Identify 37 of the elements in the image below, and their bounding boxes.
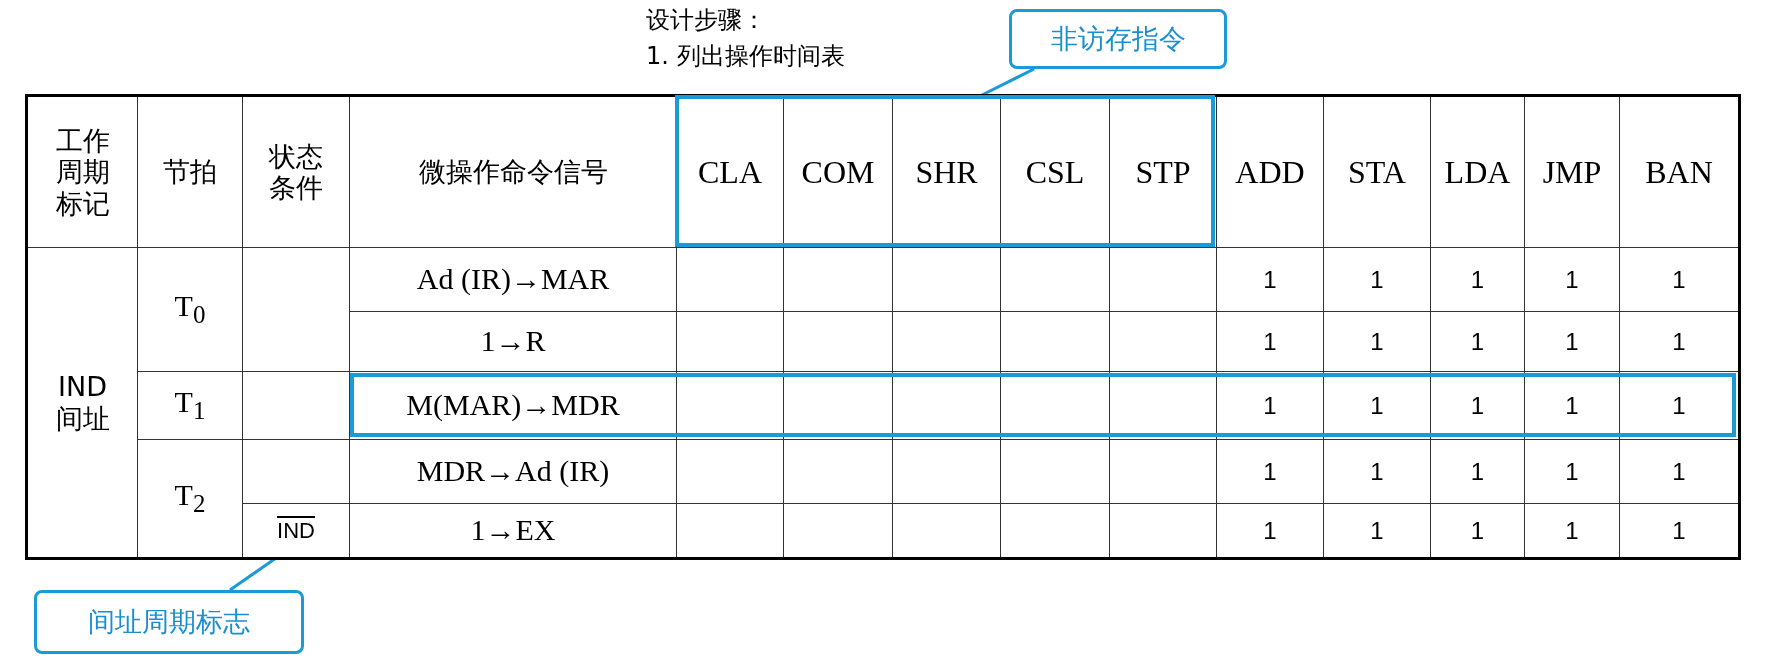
column-header: STP [1109, 95, 1217, 248]
signal-value: 1 [1323, 247, 1431, 312]
highlight-frame [350, 373, 1736, 437]
signal-value: 1 [1524, 311, 1620, 372]
signal-value: 1 [1430, 439, 1525, 504]
signal-value: 1 [1323, 371, 1431, 440]
signal-value: 1 [1216, 371, 1324, 440]
column-header: ADD [1216, 95, 1324, 248]
signal-value: 1 [1430, 371, 1525, 440]
micro-operation: 1→R [349, 311, 677, 372]
column-header: LDA [1430, 95, 1525, 248]
column-header: 节拍 [137, 95, 243, 248]
column-header: 状态条件 [242, 95, 350, 248]
signal-value: 1 [1524, 247, 1620, 312]
highlight-frame [675, 95, 1215, 247]
micro-operation: M(MAR)→MDR [349, 371, 677, 440]
callout-bubble: 间址周期标志 [34, 590, 304, 654]
signal-value: 1 [1430, 311, 1525, 372]
signal-value: 1 [1323, 439, 1431, 504]
beat-label: T$_{0}$ [137, 247, 243, 372]
signal-value: 1 [1216, 247, 1324, 312]
signal-value: 1 [1323, 311, 1431, 372]
steps-item: 1. 列出操作时间表 [646, 41, 845, 72]
signal-value: 1 [1216, 439, 1324, 504]
column-header: JMP [1524, 95, 1620, 248]
signal-value: 1 [1216, 311, 1324, 372]
micro-operation: Ad (IR)→MAR [349, 247, 677, 312]
column-header: 工作周期标记 [26, 95, 138, 248]
beat-label: T$_{1}$ [137, 371, 243, 440]
micro-operation: MDR→Ad (IR) [349, 439, 677, 504]
signal-value: 1 [1524, 439, 1620, 504]
signal-value: 1 [1524, 371, 1620, 440]
signal-value: 1 [1430, 247, 1525, 312]
callout-bubble: 非访存指令 [1009, 9, 1227, 69]
column-header: STA [1323, 95, 1431, 248]
leader-line [981, 67, 1035, 97]
steps-heading: 设计步骤： [646, 5, 766, 36]
